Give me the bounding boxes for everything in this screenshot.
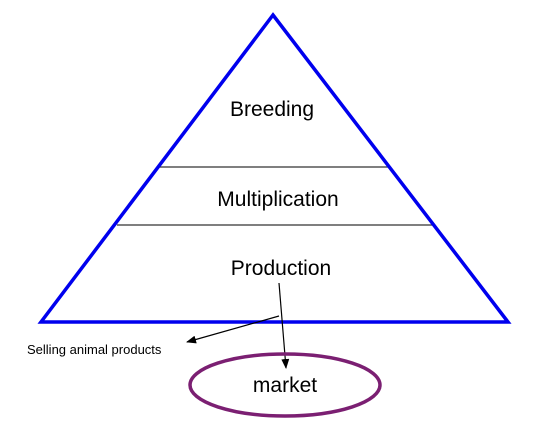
tier-label-production: Production <box>231 257 331 280</box>
arrow-to-selling-note <box>186 315 280 344</box>
selling-animal-products-label: Selling animal products <box>27 342 162 357</box>
market-label: market <box>253 374 317 397</box>
tier-label-multiplication: Multiplication <box>217 188 338 211</box>
pyramid-outline <box>37 12 512 324</box>
market-ellipse <box>188 352 382 418</box>
tier-label-breeding: Breeding <box>230 98 314 121</box>
